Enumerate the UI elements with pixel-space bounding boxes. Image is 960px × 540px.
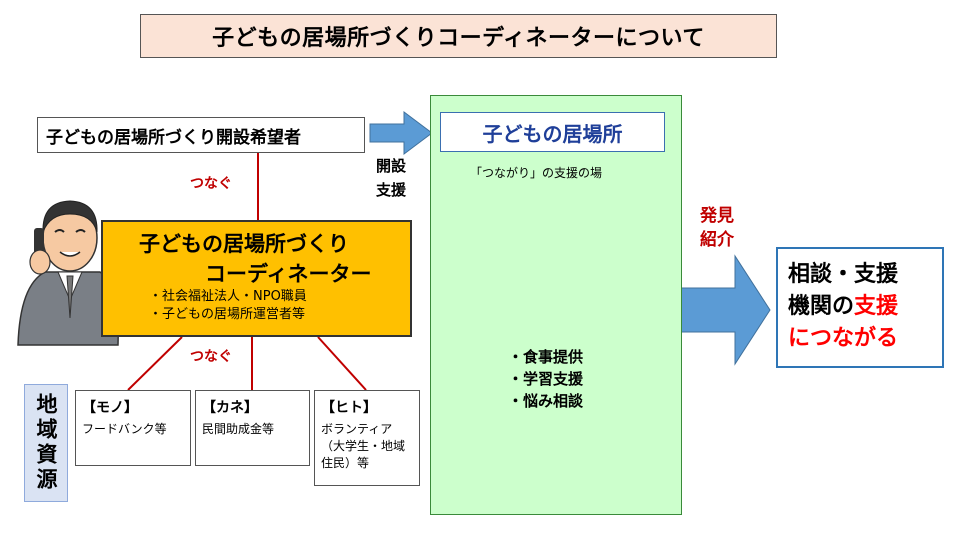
resource-kane-box: 【カネ】 民間助成金等 xyxy=(195,390,310,466)
page-title: 子どもの居場所づくりコーディネーターについて xyxy=(140,14,777,58)
resource-kane-heading: 【カネ】 xyxy=(202,397,303,417)
applicant-label: 子どもの居場所づくり開設希望者 xyxy=(46,123,301,148)
applicant-box: 子どもの居場所づくり開設希望者 xyxy=(37,117,365,153)
coordinator-title-line1: 子どもの居場所づくり xyxy=(139,228,349,258)
support-study: ・学習支援 xyxy=(508,368,583,389)
agency-line2-red: 支援 xyxy=(854,294,898,319)
opening-support-line1: 開設 xyxy=(376,154,418,178)
resource-kane-body: 民間助成金等 xyxy=(202,421,303,438)
referral-label: 紹介 xyxy=(700,228,740,252)
support-counsel: ・悩み相談 xyxy=(508,390,583,411)
coordinator-title-line2: コーディネーター xyxy=(205,258,372,288)
coordinator-box: 子どもの居場所づくり コーディネーター ・社会福祉法人・NPO職員 ・子どもの居… xyxy=(101,220,412,337)
connect-label-top: つなぐ xyxy=(190,173,232,193)
resource-hito-body: ボランティア（大学生・地域住民）等 xyxy=(321,421,413,472)
agency-line3: につながる xyxy=(788,323,932,355)
support-meal: ・食事提供 xyxy=(508,346,583,367)
opening-support-label: 開設 支援 xyxy=(376,154,418,202)
connect-label-bottom: つなぐ xyxy=(190,346,232,366)
discovery-referral-label: 発見 紹介 xyxy=(700,204,740,252)
coordinator-member-1: ・社会福祉法人・NPO職員 xyxy=(149,285,307,304)
resource-mono-box: 【モノ】 フードバンク等 xyxy=(75,390,191,466)
local-resources-label: 地域資源 xyxy=(24,384,68,502)
resource-hito-heading: 【ヒト】 xyxy=(321,397,413,417)
resource-hito-box: 【ヒト】 ボランティア（大学生・地域住民）等 xyxy=(314,390,420,486)
opening-arrow xyxy=(370,112,432,154)
agency-line2: 機関の支援 xyxy=(788,291,932,323)
children-place-subtitle: 「つながり」の支援の場 xyxy=(470,164,602,181)
agency-line1: 相談・支援 xyxy=(788,259,932,291)
support-agency-box: 相談・支援 機関の支援 につながる xyxy=(776,247,944,368)
coordinator-member-2: ・子どもの居場所運営者等 xyxy=(149,303,305,322)
agency-line2-black: 機関の xyxy=(788,294,854,319)
children-place-panel xyxy=(430,95,682,515)
discovery-label: 発見 xyxy=(700,204,740,228)
connector-coordinator-hito xyxy=(318,337,366,390)
resource-mono-heading: 【モノ】 xyxy=(82,397,184,417)
opening-support-line2: 支援 xyxy=(376,178,418,202)
connector-coordinator-mono xyxy=(128,337,182,390)
children-place-title: 子どもの居場所 xyxy=(440,112,665,152)
resource-mono-body: フードバンク等 xyxy=(82,421,184,438)
